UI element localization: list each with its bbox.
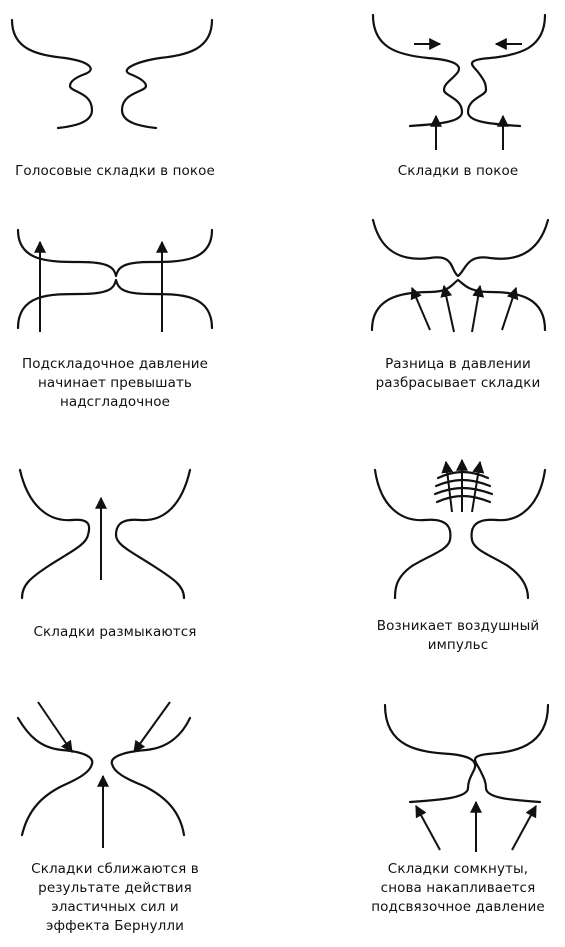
right-fold [468, 15, 545, 126]
panel-5-drawing [20, 470, 190, 598]
panel-6-drawing [375, 460, 545, 598]
left-fold [385, 705, 475, 802]
panel-2-drawing [373, 15, 545, 150]
caption-2: Складки в покое [343, 162, 565, 181]
panel-4-drawing [372, 220, 548, 332]
arrow [472, 462, 480, 512]
caption-1: Голосовые складки в покое [0, 162, 230, 181]
caption-7: Складки сближаются в результате действия… [0, 860, 230, 936]
arrow [444, 286, 454, 332]
right-fold [116, 470, 190, 598]
lower-fold-line [372, 280, 545, 330]
right-fold [122, 20, 212, 128]
caption-3: Подскладочное давление начинает превышат… [0, 355, 230, 412]
upper-fold-line [18, 230, 212, 276]
left-fold [18, 718, 92, 835]
arrow [446, 462, 452, 512]
caption-5: Складки размыкаются [0, 623, 230, 642]
right-fold [472, 470, 545, 598]
panel-8-drawing [385, 705, 548, 852]
left-fold [20, 470, 89, 598]
lower-fold-line [18, 280, 212, 328]
upper-fold-line [373, 220, 548, 276]
caption-8: Складки сомкнуты, снова накапливается по… [343, 860, 565, 917]
panel-1-drawing [12, 20, 212, 128]
right-fold [112, 718, 190, 835]
airflow-line [437, 496, 490, 502]
caption-4: Разница в давлении разбрасывает складки [343, 355, 565, 393]
panel-7-drawing [18, 702, 190, 848]
arrow [416, 806, 440, 850]
left-fold [375, 470, 450, 598]
arrow [412, 288, 430, 330]
arrow [502, 288, 516, 330]
left-fold [373, 15, 462, 126]
right-fold [475, 705, 548, 802]
caption-6: Возникает воздушный импульс [343, 617, 565, 655]
airflow-line [435, 488, 492, 494]
left-fold [12, 20, 92, 128]
arrow [472, 286, 480, 332]
panel-3-drawing [18, 230, 212, 332]
arrow [512, 806, 536, 850]
